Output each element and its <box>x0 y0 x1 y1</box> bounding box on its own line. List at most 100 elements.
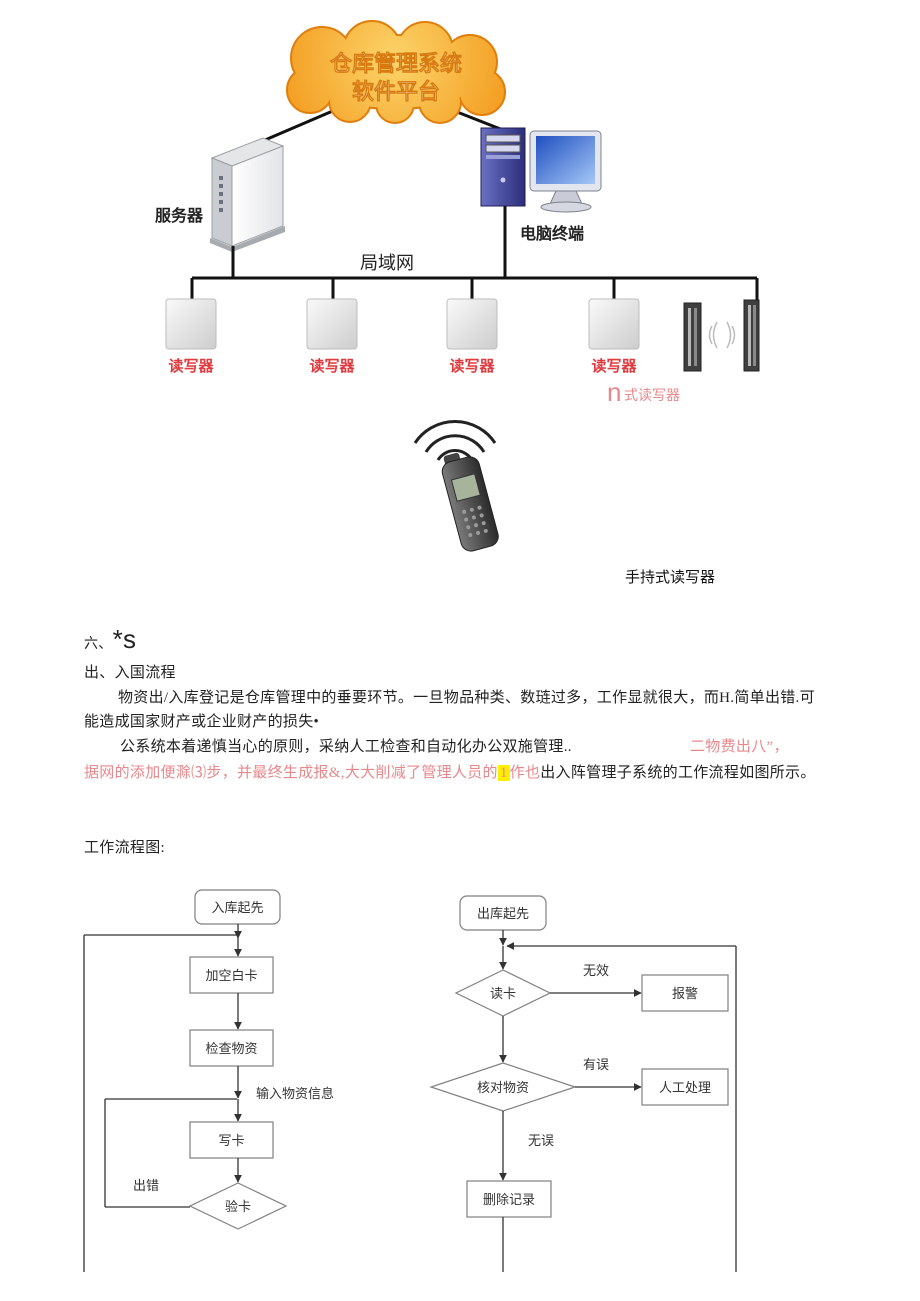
gate-reader-text: 式读写器 <box>624 387 680 403</box>
key <box>477 505 482 510</box>
server-led <box>219 200 223 204</box>
key <box>468 533 473 538</box>
server-right-face <box>231 145 284 247</box>
handheld-reader-icon <box>441 452 499 552</box>
key <box>473 523 478 528</box>
highlighted-text: 1 <box>497 765 510 781</box>
gate-panel-stripe <box>748 305 751 366</box>
gate-panel-stripe <box>688 308 691 366</box>
key <box>466 525 471 530</box>
lan-label: 局域网 <box>360 253 414 273</box>
cloud-title-line2: 软件平台 <box>352 79 440 104</box>
delete-record-box <box>466 1180 552 1218</box>
read-card-text: 读卡 <box>490 986 516 1001</box>
paragraph-2-line-1: 公系统本着递慎当心的原则，采纳人工检查和自动化办公双施管理.. <box>120 739 572 755</box>
section-mark: *s <box>112 624 137 654</box>
monitor-screen <box>536 136 595 184</box>
reader-icon <box>165 298 217 350</box>
verify-text: 核对物资 <box>477 1080 529 1095</box>
key <box>481 521 486 526</box>
gate-reader-prefix: n <box>607 377 621 407</box>
invalid-label: 无效 <box>583 963 609 978</box>
gate-panel-stripe <box>694 308 697 366</box>
key <box>462 509 467 514</box>
gate-panel-left <box>683 302 702 372</box>
drive-bay <box>485 134 521 143</box>
monitor-base <box>540 201 592 213</box>
reader-icon <box>446 298 498 350</box>
manual-text: 人工处理 <box>659 1080 711 1095</box>
manual-box <box>641 1068 729 1106</box>
inbound-step2-text: 检查物资 <box>205 1041 257 1056</box>
reader-label: 读写器 <box>309 357 355 375</box>
inbound-step3-box <box>189 1121 274 1159</box>
server-led <box>219 176 223 180</box>
link-cloud-terminal <box>451 108 504 132</box>
annotation-text: 据网的添加便滁⑶步，并最终生成报&,大大削减了管理人员的 <box>84 765 498 781</box>
computer-terminal-icon <box>480 127 602 213</box>
signal-wave-icon <box>731 325 736 345</box>
handheld-label: 手持式读写器 <box>625 569 715 586</box>
cloud-icon: 仓库管理系统 软件平台 <box>286 20 506 124</box>
inbound-step3-text: 写卡 <box>218 1133 244 1148</box>
outbound-flowchart: 出库起先 读卡 无效 报警 核对物资 有误 人工处理 无误 删除记录 <box>429 895 737 1272</box>
key <box>479 513 484 518</box>
paragraph-2-line-1-annotation: 二物费出八”， <box>690 739 789 755</box>
server-label: 服务器 <box>155 206 204 225</box>
inbound-start-text: 入库起先 <box>211 900 263 915</box>
section-number: 六、 <box>84 637 113 652</box>
key <box>469 507 474 512</box>
signal-wave-icon <box>708 325 713 345</box>
paragraph-1-line-1: 物资出/入库登记是仓库管理中的垂要环节。一旦物品种类、数琏过多，工作显就很大，而… <box>118 690 815 706</box>
cloud-title-line1: 仓库管理系统 <box>329 51 462 76</box>
signal-wave-icon <box>726 321 732 349</box>
key <box>464 517 469 522</box>
mistake-label: 有误 <box>583 1057 609 1072</box>
server-led <box>219 192 223 196</box>
body-text: 出入阵管理子系统的工作流程如图所示。 <box>540 765 816 781</box>
power-button <box>500 177 506 183</box>
key <box>471 515 476 520</box>
link-cloud-server <box>257 108 336 145</box>
inbound-step2-box <box>189 1029 274 1067</box>
reader-icon <box>588 298 640 350</box>
handheld-body <box>441 456 499 552</box>
gate-reader-icon <box>683 299 760 372</box>
handheld-screen <box>450 473 481 502</box>
inbound-flowchart: 入库起先 加空白卡 检查物资 输入物资信息 出错 写卡 验卡 <box>83 889 334 1272</box>
outbound-start-text: 出库起先 <box>477 906 529 921</box>
gate-panel-stripe <box>753 305 756 366</box>
input-info-label: 输入物资信息 <box>256 1086 334 1101</box>
drive-bay <box>486 155 520 159</box>
alarm-text: 报警 <box>672 986 698 1001</box>
ok-label: 无误 <box>528 1133 554 1148</box>
section-subtitle: 出、入国流程 <box>84 665 176 681</box>
server-icon <box>210 137 285 252</box>
inbound-step1-text: 加空白卡 <box>205 968 257 983</box>
terminal-label: 电脑终端 <box>520 224 584 243</box>
alarm-box <box>641 974 729 1012</box>
reader-label: 读写器 <box>168 357 214 375</box>
inbound-check-diamond <box>188 1182 288 1230</box>
error-label: 出错 <box>133 1178 159 1193</box>
key <box>483 528 488 533</box>
reader-icon <box>306 298 358 350</box>
key <box>476 530 481 535</box>
reader-label: 读写器 <box>449 357 495 375</box>
flowchart-title: 工作流程图: <box>84 840 165 856</box>
signal-wave-icon <box>712 321 718 349</box>
drive-bay <box>485 144 521 153</box>
server-led <box>219 184 223 188</box>
server-led <box>219 208 223 212</box>
paragraph-1-line-2: 能造成国家财产或企业财产的损失• <box>84 714 320 730</box>
inbound-step1-box <box>189 956 274 994</box>
delete-record-text: 删除记录 <box>483 1192 535 1207</box>
reader-label: 读写器 <box>591 357 637 375</box>
inbound-check-text: 验卡 <box>225 1199 251 1214</box>
annotation-text: 作也 <box>509 765 541 781</box>
section-heading: 六、*s <box>84 624 136 660</box>
